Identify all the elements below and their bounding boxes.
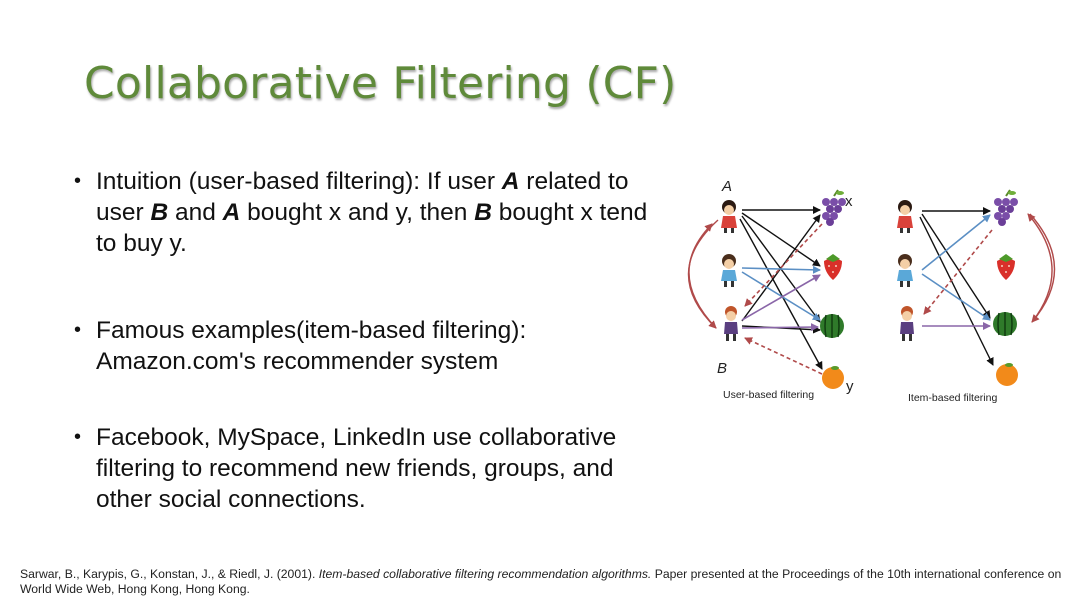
user-a-icon (897, 200, 913, 233)
bullet-dot: • (74, 319, 82, 341)
caption-item-based: Item-based filtering (908, 392, 997, 404)
label-y: y (846, 378, 854, 395)
text-run: and (168, 199, 223, 226)
emphasis-letter: B (474, 199, 492, 226)
bullet-item: • Intuition (user-based filtering): If u… (74, 166, 656, 259)
bullet-item: • Facebook, MySpace, LinkedIn use collab… (74, 422, 656, 515)
watermelon-icon (993, 312, 1017, 336)
slide-title: Collaborative Filtering (CF) (84, 58, 677, 109)
user-2-icon (721, 254, 737, 287)
user-b-icon (724, 306, 738, 341)
label-b: B (717, 360, 727, 377)
emphasis-letter: A (222, 199, 241, 226)
bullet-dot: • (74, 426, 82, 448)
bullet-text: Intuition (user-based filtering): If use… (96, 166, 656, 259)
bullet-text: Facebook, MySpace, LinkedIn use collabor… (96, 422, 656, 515)
grapes-icon (822, 189, 846, 226)
citation-venue: Paper presented at the Proceedings of th… (20, 567, 1062, 596)
user-b-icon (900, 306, 914, 341)
citation-authors: Sarwar, B., Karypis, G., Konstan, J., & … (20, 567, 319, 581)
user-a-icon (721, 200, 737, 233)
citation: Sarwar, B., Karypis, G., Konstan, J., & … (20, 567, 1065, 597)
orange-icon (996, 363, 1018, 386)
bullet-item: • Famous examples(item-based filtering):… (74, 315, 656, 377)
label-a: A (721, 178, 732, 195)
text-run: Famous examples(item-based filtering): A… (96, 317, 527, 375)
user-based-panel: A B x y (687, 178, 854, 401)
watermelon-icon (820, 314, 844, 338)
emphasis-letter: A (501, 168, 520, 195)
text-run: Intuition (user-based filtering): If use… (96, 168, 502, 195)
caption-user-based: User-based filtering (723, 389, 814, 401)
text-run: bought x tend to buy y. (96, 199, 648, 257)
text-run: related to user (96, 168, 629, 226)
grapes-icon (994, 189, 1018, 226)
user-2-icon (897, 254, 913, 287)
bullet-dot: • (74, 170, 82, 192)
text-run: Facebook, MySpace, LinkedIn use collabor… (96, 424, 617, 513)
bullet-text: Famous examples(item-based filtering): A… (96, 315, 656, 377)
citation-title: Item-based collaborative filtering recom… (318, 567, 652, 581)
orange-icon (822, 366, 844, 389)
label-x: x (845, 193, 853, 210)
emphasis-letter: B (150, 199, 169, 226)
cf-diagram: A B x y (665, 165, 1075, 420)
strawberry-icon (824, 254, 842, 280)
strawberry-icon (997, 254, 1015, 280)
item-based-panel: Item-based filtering (897, 189, 1056, 404)
text-run: bought x and y, then (240, 199, 475, 226)
